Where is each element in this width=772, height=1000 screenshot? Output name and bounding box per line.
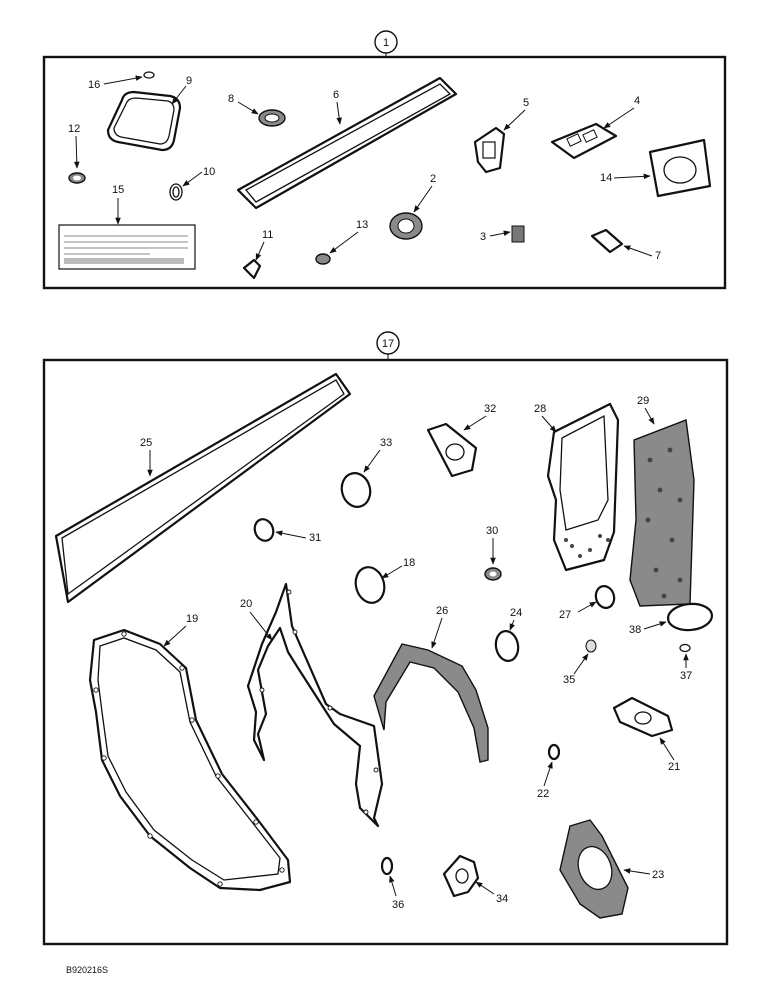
kit-17-number: 17 xyxy=(382,338,394,350)
callout-38: 38 xyxy=(629,624,641,636)
callout-25: 25 xyxy=(140,437,152,449)
part-21-gasket xyxy=(612,696,674,738)
kit-1-panel xyxy=(42,55,727,290)
callout-5: 5 xyxy=(523,97,529,109)
part-11-clip xyxy=(242,258,262,280)
part-33-o-ring xyxy=(340,472,372,508)
callout-31: 31 xyxy=(309,532,321,544)
part-7-gasket xyxy=(590,228,624,254)
part-26-gasket xyxy=(373,643,489,763)
part-13-washer xyxy=(315,253,331,265)
callout-30: 30 xyxy=(486,525,498,537)
part-31-o-ring xyxy=(253,518,275,542)
part-23-gasket xyxy=(559,819,629,919)
part-37-washer xyxy=(679,643,691,653)
callout-8: 8 xyxy=(228,93,234,105)
part-15-instruction-sheet xyxy=(58,224,196,270)
callout-3: 3 xyxy=(480,231,486,243)
part-27-o-ring xyxy=(594,585,616,609)
part-4-gasket xyxy=(550,122,618,160)
callout-6: 6 xyxy=(333,89,339,101)
callout-14: 14 xyxy=(600,172,612,184)
part-22-o-ring xyxy=(547,743,561,761)
part-24-o-ring xyxy=(494,630,520,662)
part-19-timing-cover-gasket xyxy=(88,628,292,892)
callout-4: 4 xyxy=(634,95,640,107)
part-36-o-ring xyxy=(380,856,394,876)
part-14-exhaust-gasket xyxy=(648,138,712,198)
callout-19: 19 xyxy=(186,613,198,625)
part-3-grommet xyxy=(511,225,525,243)
part-6-pushrod-cover-gasket xyxy=(236,76,458,210)
callout-20: 20 xyxy=(240,598,252,610)
part-5-gasket xyxy=(473,126,506,174)
callout-10: 10 xyxy=(203,166,215,178)
callout-16: 16 xyxy=(88,79,100,91)
kit-17-labels: 25 33 32 28 29 31 30 18 20 19 26 24 27 3… xyxy=(140,395,692,911)
part-35-plug xyxy=(585,639,597,653)
part-9-valve-cover-seal xyxy=(106,90,182,152)
callout-28: 28 xyxy=(534,403,546,415)
callout-11: 11 xyxy=(262,229,273,241)
part-34-gasket xyxy=(442,854,480,898)
callout-2: 2 xyxy=(430,173,436,185)
part-16-washer xyxy=(143,71,155,79)
part-8-oil-seal xyxy=(258,109,286,127)
callout-22: 22 xyxy=(537,788,549,800)
kit-1-labels: 16 9 8 6 5 4 12 10 15 14 2 11 13 3 7 xyxy=(68,75,661,262)
kit-17-callout: 17 xyxy=(376,331,400,355)
part-12-seal xyxy=(68,172,86,184)
callout-23: 23 xyxy=(652,869,664,881)
part-38-o-ring xyxy=(666,602,714,632)
kit-17-panel xyxy=(42,358,729,946)
callout-15: 15 xyxy=(112,184,124,196)
callout-37: 37 xyxy=(680,670,692,682)
kit-1-callout: 1 xyxy=(374,30,398,54)
part-29-gasket xyxy=(629,419,695,607)
callout-12: 12 xyxy=(68,123,80,135)
callout-33: 33 xyxy=(380,437,392,449)
callout-18: 18 xyxy=(403,557,415,569)
figure-code: B920216S xyxy=(66,965,108,975)
callout-9: 9 xyxy=(186,75,192,87)
callout-21: 21 xyxy=(668,761,680,773)
callout-35: 35 xyxy=(563,674,575,686)
callout-32: 32 xyxy=(484,403,496,415)
part-25-valve-cover-gasket xyxy=(54,372,352,604)
part-28-water-pump-gasket xyxy=(546,402,620,572)
callout-34: 34 xyxy=(496,893,508,905)
callout-26: 26 xyxy=(436,605,448,617)
callout-36: 36 xyxy=(392,899,404,911)
part-2-crankshaft-seal xyxy=(389,212,423,240)
part-10-o-ring xyxy=(169,183,183,201)
callout-13: 13 xyxy=(356,219,368,231)
part-30-seal xyxy=(484,567,502,581)
callout-24: 24 xyxy=(510,607,522,619)
part-32-gasket xyxy=(426,422,478,478)
callout-29: 29 xyxy=(637,395,649,407)
part-20-gasket xyxy=(246,582,384,828)
kit-1-number: 1 xyxy=(383,37,389,49)
callout-7: 7 xyxy=(655,250,661,262)
callout-27: 27 xyxy=(559,609,571,621)
part-18-o-ring xyxy=(354,566,386,604)
part-28-speckle xyxy=(564,534,610,558)
